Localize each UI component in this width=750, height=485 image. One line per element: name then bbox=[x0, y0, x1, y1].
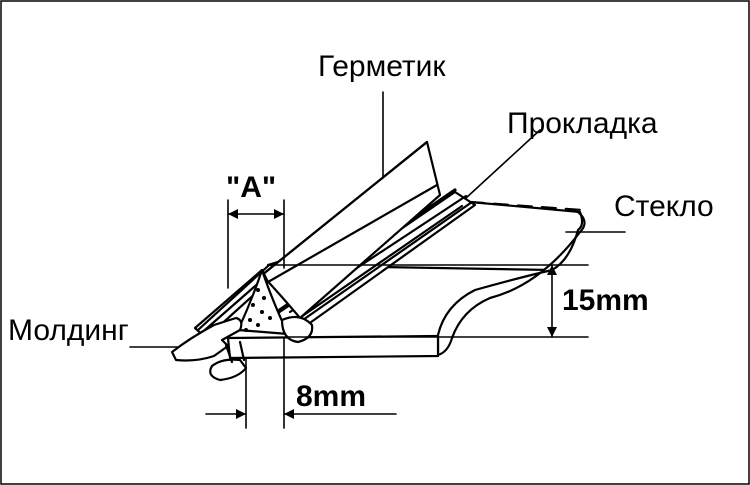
dimension-8mm-label: 8mm bbox=[296, 380, 366, 413]
gasket-leader bbox=[465, 129, 541, 199]
dimension-a-label: "A" bbox=[226, 171, 276, 204]
gasket-label: Прокладка bbox=[507, 107, 658, 140]
dimension-8mm: 8mm bbox=[205, 337, 397, 429]
glass-label: Стекло bbox=[614, 190, 714, 223]
cross-section bbox=[170, 268, 314, 382]
molding-label: Молдинг bbox=[8, 314, 129, 347]
dimension-a: "A" bbox=[226, 171, 285, 289]
dimension-15mm: 15mm bbox=[271, 264, 649, 338]
sealant-label: Герметик bbox=[318, 50, 446, 83]
dimension-15mm-label: 15mm bbox=[562, 284, 649, 317]
leader-lines bbox=[129, 91, 626, 348]
